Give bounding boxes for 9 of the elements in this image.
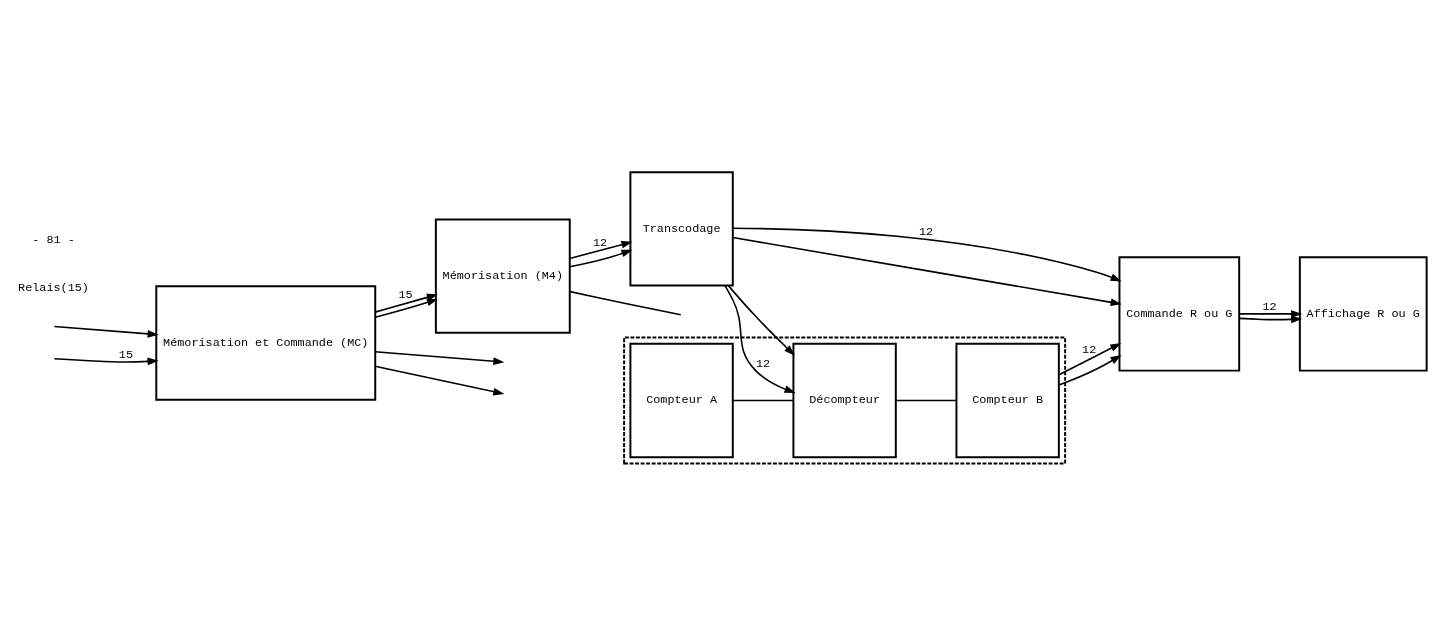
label: - 81 -	[32, 232, 75, 247]
edge-label: 15	[398, 287, 413, 302]
edge-label: 12	[592, 235, 608, 250]
edge-label: 12	[1082, 342, 1097, 357]
edge-label: 15	[118, 347, 134, 362]
label: Relais(15)	[18, 280, 89, 295]
edge-label: 12	[919, 224, 934, 239]
edge-label: 12	[1262, 299, 1277, 314]
edge-label: 12	[756, 356, 771, 371]
